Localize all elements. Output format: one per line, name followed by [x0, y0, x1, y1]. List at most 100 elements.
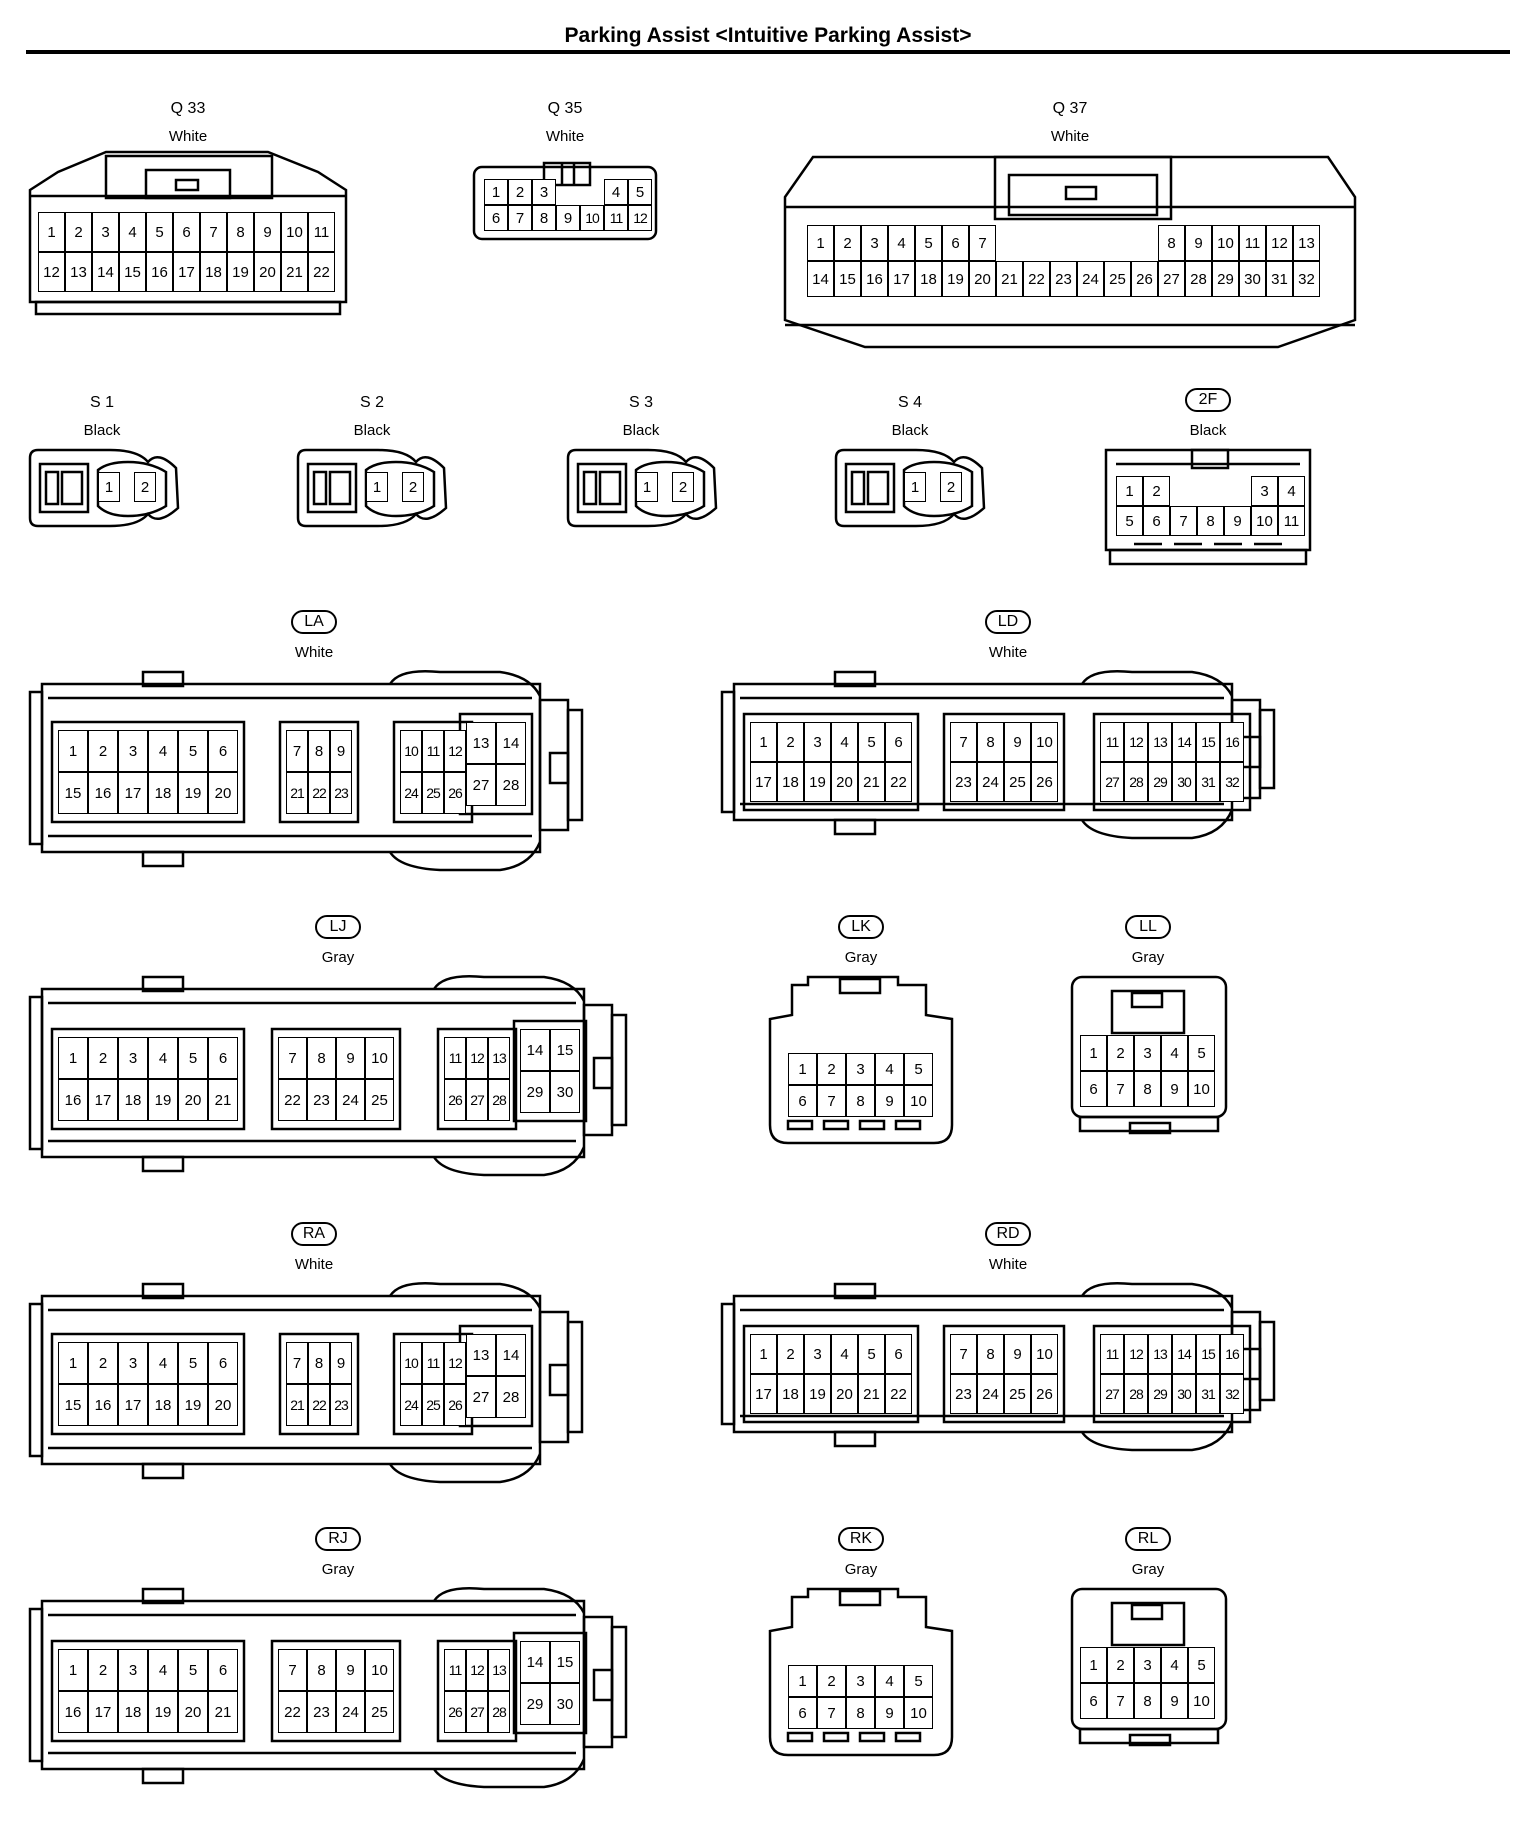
pin: 5	[178, 1342, 208, 1384]
pin: 5	[904, 1665, 933, 1697]
pin: 1	[807, 225, 834, 261]
pin: 4	[888, 225, 915, 261]
pin: 2	[940, 472, 962, 502]
pin: 3	[118, 1342, 148, 1384]
pin: 1	[58, 730, 88, 772]
pin: 5	[904, 1053, 933, 1085]
pin: 3	[118, 1649, 148, 1691]
pin: 4	[1278, 476, 1305, 506]
pin: 8	[977, 722, 1004, 762]
pin: 9	[1161, 1683, 1188, 1719]
connector-outline	[783, 155, 1357, 349]
pin: 7	[969, 225, 996, 261]
pin: 3	[804, 722, 831, 762]
connector-outline	[768, 1587, 954, 1757]
pin: 4	[119, 212, 146, 252]
connector-outline	[28, 448, 180, 528]
pin: 6	[885, 722, 912, 762]
pin: 9	[1185, 225, 1212, 261]
pin: 22	[278, 1079, 307, 1121]
pin: 25	[1004, 762, 1031, 802]
pin: 1	[1080, 1035, 1107, 1071]
pin: 12	[628, 205, 652, 231]
pin: 16	[88, 1384, 118, 1426]
pin: 15	[1196, 722, 1220, 762]
connector-code-rj: RJ	[315, 1527, 361, 1551]
pin: 1	[788, 1665, 817, 1697]
pin: 8	[308, 1342, 330, 1384]
pin: 2	[777, 722, 804, 762]
pin: 4	[875, 1665, 904, 1697]
pin: 15	[58, 1384, 88, 1426]
pin: 3	[846, 1053, 875, 1085]
pin: 8	[307, 1037, 336, 1079]
pin: 14	[520, 1641, 550, 1683]
pin: 9	[1004, 722, 1031, 762]
pin: 2	[672, 472, 694, 502]
pin: 3	[532, 179, 556, 205]
pin: 5	[1188, 1647, 1215, 1683]
pin: 2	[65, 212, 92, 252]
pin: 10	[904, 1697, 933, 1729]
pin: 22	[308, 252, 335, 292]
pin: 4	[148, 730, 178, 772]
pin: 14	[92, 252, 119, 292]
pin: 11	[422, 730, 444, 772]
pin: 8	[977, 1334, 1004, 1374]
pin: 29	[1212, 261, 1239, 297]
pin: 15	[58, 772, 88, 814]
pin: 5	[628, 179, 652, 205]
connector-outline	[28, 1282, 584, 1484]
pin: 31	[1196, 762, 1220, 802]
pin: 10	[580, 205, 604, 231]
pin: 7	[278, 1649, 307, 1691]
pin: 3	[118, 730, 148, 772]
pin: 28	[496, 764, 526, 806]
connector-code-s3: S 3	[628, 394, 653, 411]
pin: 26	[1031, 1374, 1058, 1414]
pin: 7	[1170, 506, 1197, 536]
pin: 16	[1220, 1334, 1244, 1374]
pin: 1	[904, 472, 926, 502]
pin: 13	[488, 1649, 510, 1691]
pin: 11	[1278, 506, 1305, 536]
pin: 10	[400, 1342, 422, 1384]
pin: 9	[336, 1037, 365, 1079]
pin: 8	[846, 1697, 875, 1729]
pin: 22	[308, 1384, 330, 1426]
pin: 2	[508, 179, 532, 205]
connector-outline	[1070, 975, 1228, 1135]
pin: 2	[817, 1053, 846, 1085]
connector-code-ra: RA	[291, 1222, 337, 1246]
connector-outline	[566, 448, 718, 528]
connector-code-s1: S 1	[89, 394, 114, 411]
connector-color-rd: White	[988, 1256, 1028, 1273]
pin: 13	[65, 252, 92, 292]
connector-color-rk: Gray	[844, 1561, 878, 1578]
pin: 18	[118, 1691, 148, 1733]
pin: 7	[817, 1085, 846, 1117]
pin: 9	[1004, 1334, 1031, 1374]
connector-color-s3: Black	[622, 422, 660, 439]
pin: 25	[422, 772, 444, 814]
pin: 26	[444, 1079, 466, 1121]
pin: 2	[134, 472, 156, 502]
pin: 6	[1080, 1683, 1107, 1719]
pin: 18	[118, 1079, 148, 1121]
connector-code-rd: RD	[985, 1222, 1031, 1246]
pin: 17	[888, 261, 915, 297]
connector-color-rj: Gray	[321, 1561, 355, 1578]
pin: 30	[1239, 261, 1266, 297]
connector-code-q35: Q 35	[547, 100, 583, 117]
pin: 6	[1080, 1071, 1107, 1107]
pin: 5	[146, 212, 173, 252]
connector-code-lj: LJ	[315, 915, 361, 939]
pin: 14	[1172, 1334, 1196, 1374]
pin: 23	[950, 762, 977, 802]
